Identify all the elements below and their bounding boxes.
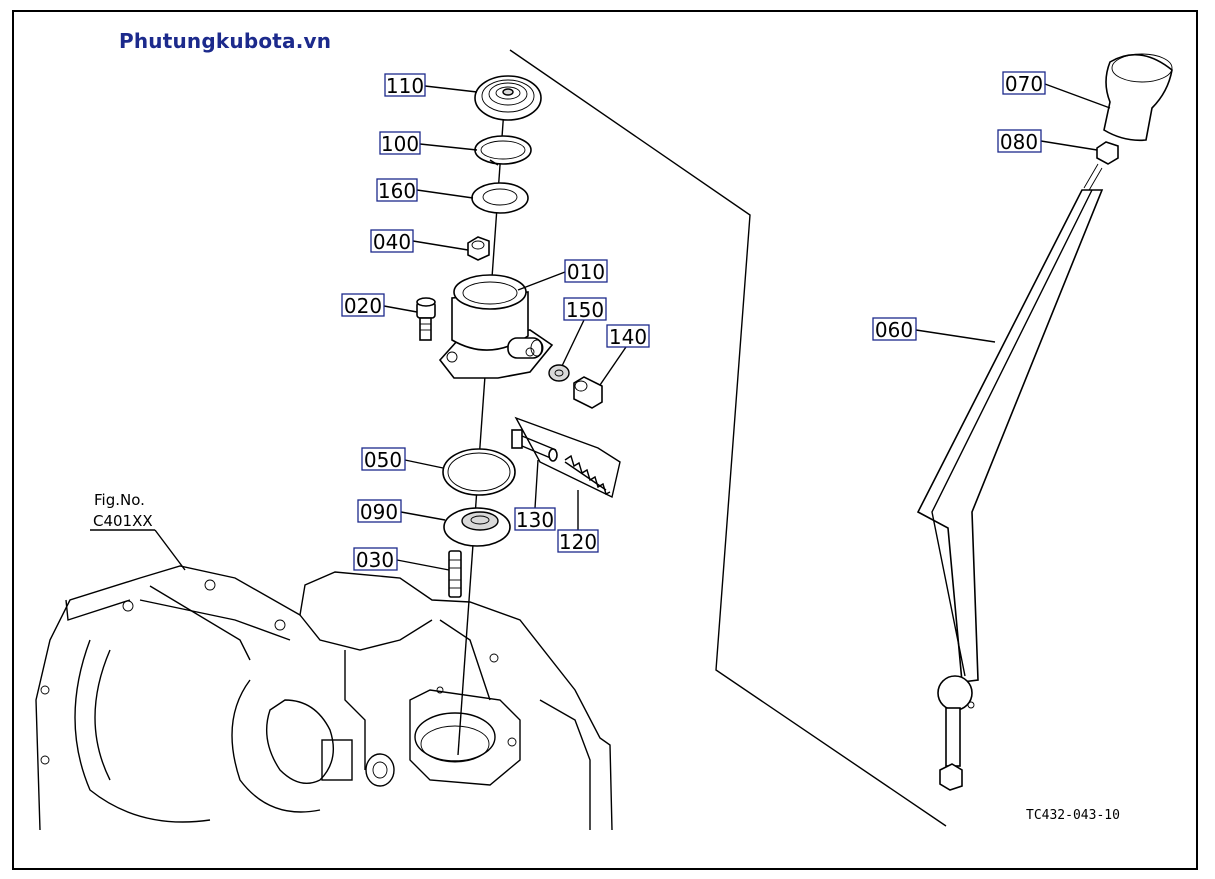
callout-080-text: 080 [1000,130,1038,154]
figure-ref-number: C401XX [93,512,153,530]
part-060-lever[interactable] [916,163,1104,791]
callout-120[interactable]: 120 [557,529,599,554]
callout-150[interactable]: 150 [563,297,607,322]
callout-090-text: 090 [360,500,398,524]
callout-010[interactable]: 010 [564,259,608,284]
callout-070[interactable]: 070 [1002,71,1046,96]
pin-spring-box [514,416,621,499]
callout-140-text: 140 [609,325,647,349]
callout-060[interactable]: 060 [872,317,917,342]
leader-lines [90,83,1111,571]
callout-160[interactable]: 160 [376,178,418,203]
part-040-nut[interactable] [467,236,490,261]
diagram-frame [12,10,1198,870]
part-120-spring[interactable] [564,454,611,495]
callout-060-text: 060 [875,318,913,342]
callout-030[interactable]: 030 [353,547,398,572]
callout-120-text: 120 [559,530,597,554]
part-010-housing[interactable] [438,274,554,379]
callout-040-text: 040 [373,230,411,254]
part-070-knob[interactable] [1103,53,1173,142]
figure-ref-label: Fig.No. [94,491,145,509]
assembly-outline [509,49,947,827]
callout-080[interactable]: 080 [997,129,1042,154]
callout-110[interactable]: 110 [384,73,426,98]
part-050-o-ring[interactable] [442,448,516,496]
callout-050-text: 050 [364,448,402,472]
callout-100[interactable]: 100 [379,131,421,156]
callout-010-text: 010 [567,260,605,284]
callout-140[interactable]: 140 [606,324,650,349]
callout-100-text: 100 [381,132,419,156]
part-020-bolt[interactable] [416,297,436,341]
part-150-washer[interactable] [548,364,570,382]
callout-040[interactable]: 040 [370,229,414,254]
callout-110-text: 110 [386,74,424,98]
part-140-plug[interactable] [573,376,603,409]
callout-070-text: 070 [1005,72,1043,96]
brand-logo-text: Phutungkubota.vn [119,29,332,53]
part-090-seal[interactable] [443,507,511,547]
transmission-case [35,565,613,831]
callout-150-text: 150 [566,298,604,322]
callout-020-text: 020 [344,294,382,318]
callout-130-text: 130 [516,508,554,532]
drawing-code: TC432-043-10 [1026,808,1120,823]
callout-130[interactable]: 130 [514,507,556,532]
part-160-washer[interactable] [471,182,529,214]
callout-050[interactable]: 050 [361,447,406,472]
callout-160-text: 160 [378,179,416,203]
part-110-boot[interactable] [474,75,542,121]
callout-020[interactable]: 020 [341,293,385,318]
part-030-stud[interactable] [448,550,462,598]
part-100-snap-ring[interactable] [474,135,532,166]
part-080-nut[interactable] [1096,141,1119,165]
callout-030-text: 030 [356,548,394,572]
part-130-pin[interactable] [511,429,558,462]
callout-090[interactable]: 090 [357,499,402,524]
